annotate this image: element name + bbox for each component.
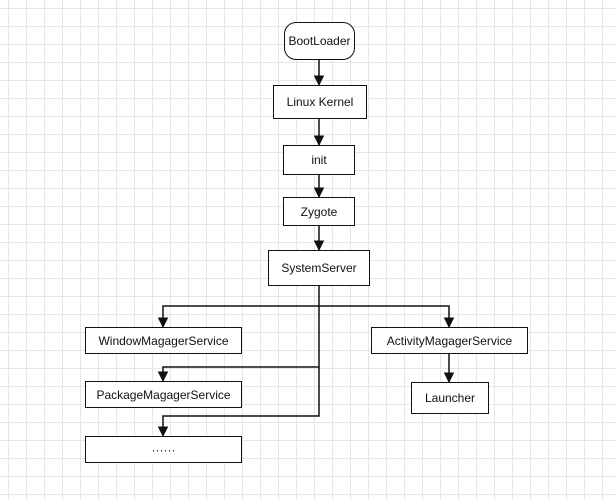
node-linux-kernel: Linux Kernel: [273, 85, 367, 119]
edge-systemserver-to-more: [157, 367, 320, 438]
node-bootloader: BootLoader: [284, 22, 355, 60]
node-package-manager-service: PackageMagagerService: [85, 381, 242, 408]
edge-systemserver-to-pms: [157, 306, 320, 383]
node-activity-manager-service: ActivityMagagerService: [371, 327, 528, 354]
node-zygote: Zygote: [283, 197, 355, 226]
node-systemserver: SystemServer: [268, 250, 370, 286]
edge-systemserver-to-wms: [157, 286, 320, 329]
node-launcher: Launcher: [411, 382, 489, 414]
edge-systemserver-to-ams: [319, 305, 455, 329]
node-window-manager-service: WindowMagagerService: [85, 327, 242, 354]
node-init: init: [283, 145, 355, 175]
node-more-services: ······: [85, 436, 242, 463]
